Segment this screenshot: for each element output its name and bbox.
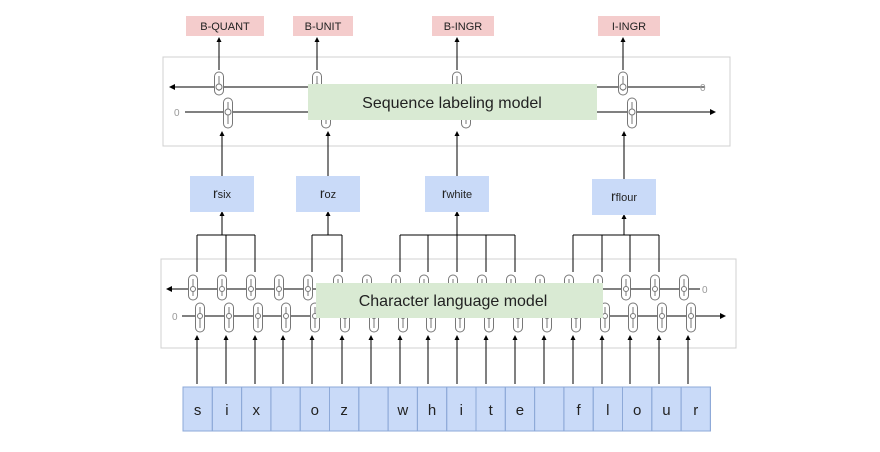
representation-symbol: r (320, 185, 325, 201)
sequence-model-label: Sequence labeling model (362, 95, 542, 112)
tag-text: B-INGR (444, 21, 483, 33)
word-representation: rwhite (425, 176, 489, 212)
character-text: h (428, 402, 436, 419)
char-model-box (316, 283, 603, 318)
representation-subscript: oz (325, 189, 337, 201)
tag-box (432, 16, 494, 36)
representation-text: rflour (611, 188, 637, 204)
word-representation: rflour (592, 179, 656, 215)
representation-subscript: six (218, 189, 232, 201)
sequence-model-box (308, 84, 597, 120)
representation-subscript: white (445, 189, 472, 201)
character-text: z (340, 402, 348, 419)
representation-symbol: r (442, 185, 447, 201)
tag-box (598, 16, 660, 36)
word-representation: roz (296, 176, 360, 212)
tag-text: B-UNIT (305, 21, 342, 33)
representation-text: rwhite (442, 185, 472, 201)
representation-box (190, 176, 254, 212)
tag-box (293, 16, 353, 36)
character-text: u (662, 402, 670, 419)
character-text: o (633, 402, 641, 419)
character-text: t (489, 402, 494, 419)
tag-text: B-QUANT (200, 21, 250, 33)
representation-symbol: r (213, 185, 218, 201)
character-text: i (460, 402, 463, 419)
character-text: l (606, 402, 609, 419)
word-representation: rsix (190, 176, 254, 212)
tag-box (186, 16, 264, 36)
char-state-left: 0 (172, 312, 178, 323)
character-text: e (516, 402, 524, 419)
character-text: i (225, 402, 228, 419)
tag-label: B-INGR (432, 16, 494, 36)
representation-symbol: r (611, 188, 616, 204)
tag-label: I-INGR (598, 16, 660, 36)
character-cell: r (680, 386, 711, 432)
representation-text: roz (320, 185, 336, 201)
representation-box (296, 176, 360, 212)
representation-subscript: flour (616, 192, 638, 204)
char-state-right: 0 (702, 285, 708, 296)
seq-state-right: 0 (700, 83, 706, 94)
tag-label: B-QUANT (186, 16, 264, 36)
char-model-label: Character language model (359, 293, 548, 310)
tag-labels: B-QUANT B-UNIT B-INGR I-INGR (186, 16, 660, 36)
character-text: s (194, 402, 202, 419)
character-text: r (693, 402, 698, 419)
character-text: w (396, 402, 408, 419)
representation-box (592, 179, 656, 215)
seq-state-left: 0 (174, 108, 180, 119)
connector-lines (194, 37, 691, 384)
tag-text: I-INGR (612, 21, 646, 33)
character-text: x (253, 402, 261, 419)
character-text: f (576, 402, 581, 419)
representation-box (425, 176, 489, 212)
representation-text: rsix (213, 185, 232, 201)
character-text: o (311, 402, 319, 419)
tag-label: B-UNIT (293, 16, 353, 36)
